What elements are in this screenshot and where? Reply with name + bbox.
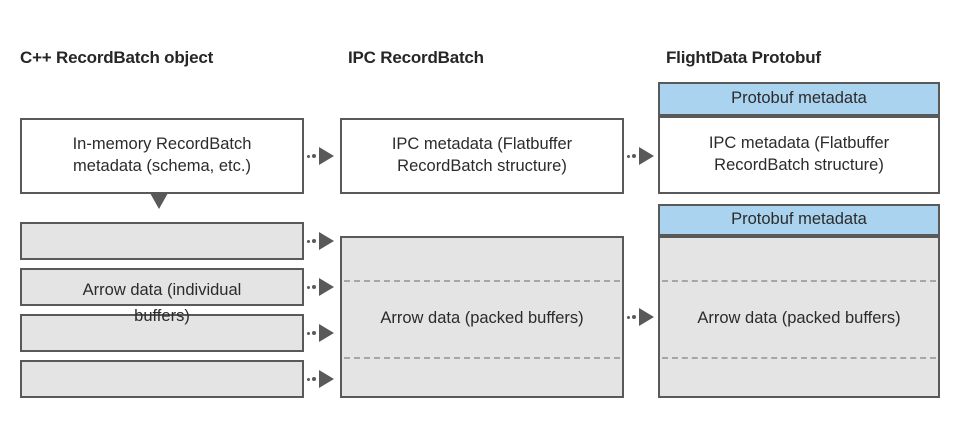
connector-dot-icon [307, 154, 310, 158]
down-arrow-icon [150, 193, 168, 209]
block-flight-protobuf-metadata-1: Protobuf metadata [658, 82, 940, 116]
block-cpp-buffer-3 [20, 360, 304, 398]
connector-cpp-buffer-0-to-packed [305, 232, 334, 250]
connector-dot-icon [312, 239, 316, 243]
ipc-metadata-line-1: IPC metadata (Flatbuffer [391, 135, 573, 154]
connector-ipc-packed-to-flight-packed [625, 308, 654, 326]
connector-cpp-buffer-1-to-packed [305, 278, 334, 296]
flight-ipc-metadata-line-1: IPC metadata (Flatbuffer [708, 134, 890, 153]
connector-dot-icon [627, 154, 630, 158]
label-ipc-arrow-packed-buffers: Arrow data (packed buffers) [380, 309, 584, 327]
block-cpp-buffer-2 [20, 314, 304, 352]
buffer-divider-line [662, 280, 936, 282]
cpp-metadata-line-2: metadata (schema, etc.) [73, 157, 251, 175]
arrow-head-icon [319, 232, 334, 250]
connector-cpp-buffer-2-to-packed [305, 324, 334, 342]
column-title-flightdata-protobuf: FlightData Protobuf [666, 48, 821, 67]
connector-dot-icon [312, 377, 316, 381]
connector-ipc-meta-to-flight-meta [625, 147, 654, 165]
buffer-divider-line [344, 280, 620, 282]
buffer-divider-line [662, 357, 936, 359]
connector-dot-icon [632, 154, 636, 158]
connector-cpp-meta-to-ipc-meta [305, 147, 334, 165]
block-ipc-packed-buffers: Arrow data (packed buffers) [340, 236, 624, 398]
arrow-head-icon [639, 308, 654, 326]
connector-dot-icon [307, 285, 310, 289]
arrow-head-icon [319, 278, 334, 296]
connector-cpp-buffer-3-to-packed [305, 370, 334, 388]
connector-dot-icon [632, 315, 636, 319]
arrow-head-icon [319, 324, 334, 342]
column-title-ipc-recordbatch: IPC RecordBatch [348, 48, 484, 67]
connector-dot-icon [307, 377, 310, 381]
block-cpp-buffer-1 [20, 268, 304, 306]
connector-dot-icon [627, 315, 630, 319]
flight-ipc-metadata-line-2: RecordBatch structure) [714, 156, 884, 174]
connector-dot-icon [312, 154, 316, 158]
connector-dot-icon [312, 285, 316, 289]
ipc-metadata-line-2: RecordBatch structure) [397, 157, 567, 175]
column-title-cpp-recordbatch: C++ RecordBatch object [20, 48, 214, 67]
connector-dot-icon [307, 239, 310, 243]
block-flight-ipc-metadata: IPC metadata (Flatbuffer RecordBatch str… [658, 116, 940, 194]
block-flight-protobuf-metadata-2: Protobuf metadata [658, 204, 940, 236]
block-ipc-metadata: IPC metadata (Flatbuffer RecordBatch str… [340, 118, 624, 194]
block-cpp-buffer-0 [20, 222, 304, 260]
cpp-metadata-line-1: In-memory RecordBatch [72, 135, 252, 154]
arrow-head-icon [319, 147, 334, 165]
connector-dot-icon [312, 331, 316, 335]
block-flight-packed-buffers: Arrow data (packed buffers) [658, 236, 940, 398]
arrow-head-icon [319, 370, 334, 388]
label-flight-arrow-packed-buffers: Arrow data (packed buffers) [697, 309, 901, 327]
block-cpp-metadata: In-memory RecordBatch metadata (schema, … [20, 118, 304, 194]
arrow-head-icon [639, 147, 654, 165]
connector-dot-icon [307, 331, 310, 335]
buffer-divider-line [344, 357, 620, 359]
